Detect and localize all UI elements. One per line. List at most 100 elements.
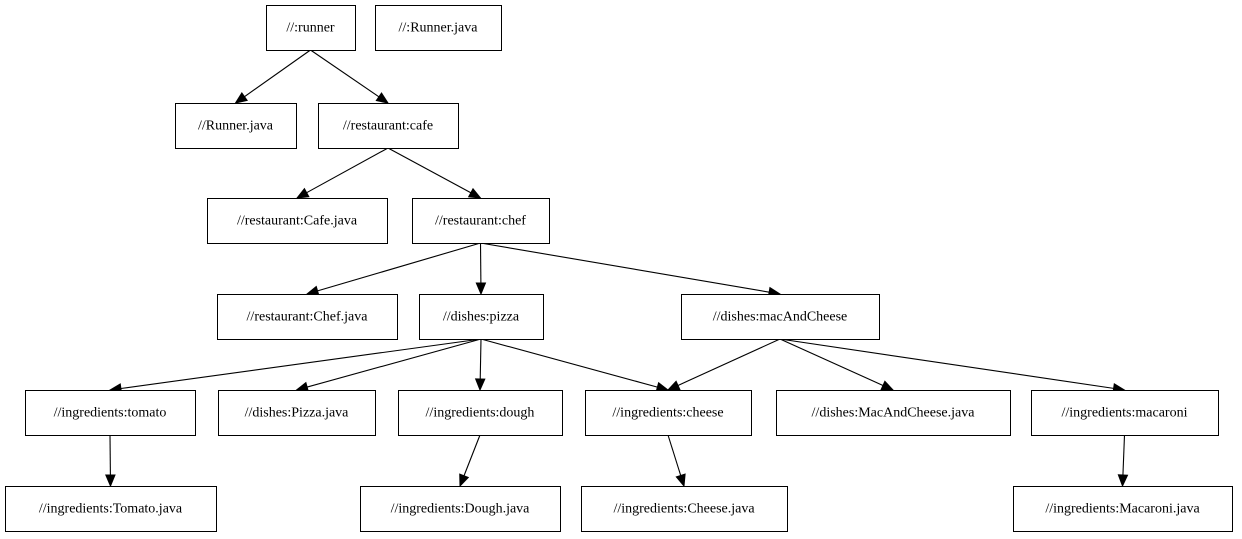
node-box[interactable] xyxy=(175,103,297,149)
node-dishes-pizza-java[interactable]: //dishes:Pizza.java xyxy=(218,390,376,436)
node-ingredients-macaroni[interactable]: //ingredients:macaroni xyxy=(1031,390,1219,436)
node-box[interactable] xyxy=(419,294,544,340)
node-runner-java[interactable]: //Runner.java xyxy=(175,103,297,149)
node-box[interactable] xyxy=(266,5,356,51)
node-box[interactable] xyxy=(375,5,502,51)
node-box[interactable] xyxy=(681,294,880,340)
edge-line xyxy=(310,49,380,98)
edge-line xyxy=(480,338,658,388)
node-ingredients-cheese-java[interactable]: //ingredients:Cheese.java xyxy=(581,486,788,532)
node-dishes-macandcheese[interactable]: //dishes:macAndCheese xyxy=(681,294,880,340)
node-label: //ingredients:Dough.java xyxy=(391,502,531,517)
node-box[interactable] xyxy=(776,390,1011,436)
node-label: //dishes:Pizza.java xyxy=(245,406,350,421)
node-box[interactable] xyxy=(581,486,788,532)
edge-restaurant-cafe-to-restaurant-cafe-java xyxy=(295,147,389,199)
node-ingredients-dough[interactable]: //ingredients:dough xyxy=(398,390,563,436)
node-label: //:runner xyxy=(286,21,335,36)
arrowhead-icon xyxy=(675,473,686,488)
node-label: //dishes:macAndCheese xyxy=(713,310,848,325)
node-box[interactable] xyxy=(360,486,561,532)
edge-ingredients-tomato-to-ingredients-tomato-java xyxy=(105,434,116,488)
node-label: //ingredients:Macaroni.java xyxy=(1045,502,1200,517)
arrowhead-icon xyxy=(305,285,320,296)
node-label: //restaurant:chef xyxy=(435,214,526,229)
edge-restaurant-chef-to-dishes-macandcheese xyxy=(480,242,782,298)
node-ingredients-tomato-java[interactable]: //ingredients:Tomato.java xyxy=(5,486,217,532)
node-label: //ingredients:cheese xyxy=(612,406,723,421)
edge-line xyxy=(244,49,311,98)
node-label: //dishes:MacAndCheese.java xyxy=(812,406,976,421)
edge-line xyxy=(306,147,389,194)
edge-restaurant-chef-to-restaurant-chef-java xyxy=(305,242,481,296)
edge-dishes-macandcheese-to-ingredients-macaroni xyxy=(779,338,1126,394)
node-box[interactable] xyxy=(1031,390,1219,436)
node-ingredients-macaroni-java[interactable]: //ingredients:Macaroni.java xyxy=(1013,486,1233,532)
node-runner[interactable]: //:runner xyxy=(266,5,356,51)
node-box[interactable] xyxy=(412,198,550,244)
edge-line xyxy=(306,338,482,388)
node-dishes-macandcheese-java[interactable]: //dishes:MacAndCheese.java xyxy=(776,390,1011,436)
node-label: //dishes:pizza xyxy=(443,310,520,325)
node-box[interactable] xyxy=(398,390,563,436)
node-label: //ingredients:tomato xyxy=(54,406,167,421)
node-label: //ingredients:Tomato.java xyxy=(39,502,183,517)
arrowhead-icon xyxy=(295,187,310,199)
edge-line xyxy=(120,338,482,390)
edge-line xyxy=(463,434,481,476)
edge-dishes-macandcheese-to-ingredients-cheese xyxy=(666,338,781,391)
node-label: //restaurant:cafe xyxy=(343,119,433,134)
node-ingredients-dough-java[interactable]: //ingredients:Dough.java xyxy=(360,486,561,532)
arrowhead-icon xyxy=(474,378,486,392)
edge-line xyxy=(779,338,1114,389)
edge-restaurant-cafe-to-restaurant-chef xyxy=(387,147,482,199)
edge-ingredients-cheese-to-ingredients-cheese-java xyxy=(667,434,686,488)
node-label: //ingredients:Cheese.java xyxy=(613,502,755,517)
edge-runner-to-runner-java xyxy=(234,49,311,104)
arrowhead-icon xyxy=(105,474,116,488)
node-box[interactable] xyxy=(207,198,388,244)
node-label: //ingredients:dough xyxy=(426,406,535,421)
node-restaurant-chef[interactable]: //restaurant:chef xyxy=(412,198,550,244)
edge-line xyxy=(1122,434,1126,476)
edge-dishes-macandcheese-to-dishes-macandcheese-java xyxy=(779,338,895,391)
node-box[interactable] xyxy=(25,390,196,436)
node-box[interactable] xyxy=(318,103,459,149)
edge-line xyxy=(317,242,481,292)
edge-layer xyxy=(105,49,1129,488)
node-box[interactable] xyxy=(217,294,398,340)
node-ingredients-tomato[interactable]: //ingredients:tomato xyxy=(25,390,196,436)
edge-runner-to-restaurant-cafe xyxy=(310,49,390,104)
node-box[interactable] xyxy=(5,486,217,532)
edge-line xyxy=(677,338,781,386)
node-label: //restaurant:Chef.java xyxy=(247,310,369,325)
node-restaurant-chef-java[interactable]: //restaurant:Chef.java xyxy=(217,294,398,340)
edge-dishes-pizza-to-ingredients-cheese xyxy=(480,338,670,393)
arrowhead-icon xyxy=(234,91,248,104)
edge-line xyxy=(387,147,472,194)
arrowhead-icon xyxy=(666,380,681,391)
edge-dishes-pizza-to-dishes-pizza-java xyxy=(295,338,482,393)
node-restaurant-cafe-java[interactable]: //restaurant:Cafe.java xyxy=(207,198,388,244)
arrowhead-icon xyxy=(467,187,482,199)
edge-restaurant-chef-to-dishes-pizza xyxy=(475,242,487,296)
node-dishes-pizza[interactable]: //dishes:pizza xyxy=(419,294,544,340)
edge-line xyxy=(479,338,482,380)
node-box[interactable] xyxy=(218,390,376,436)
edge-line xyxy=(667,434,682,476)
node-box[interactable] xyxy=(585,390,752,436)
node-label: //restaurant:Cafe.java xyxy=(237,214,358,229)
arrowhead-icon xyxy=(375,92,390,104)
arrowhead-icon xyxy=(1117,474,1129,488)
node-label: //:Runner.java xyxy=(399,21,479,36)
node-label: //Runner.java xyxy=(198,119,274,134)
edge-ingredients-dough-to-ingredients-dough-java xyxy=(459,434,481,488)
node-ingredients-cheese[interactable]: //ingredients:cheese xyxy=(585,390,752,436)
node-restaurant-cafe[interactable]: //restaurant:cafe xyxy=(318,103,459,149)
node-label: //ingredients:macaroni xyxy=(1062,406,1188,421)
edge-dishes-pizza-to-ingredients-dough xyxy=(474,338,486,392)
arrowhead-icon xyxy=(459,473,470,488)
node-runner-java[interactable]: //:Runner.java xyxy=(375,5,502,51)
node-box[interactable] xyxy=(1013,486,1233,532)
